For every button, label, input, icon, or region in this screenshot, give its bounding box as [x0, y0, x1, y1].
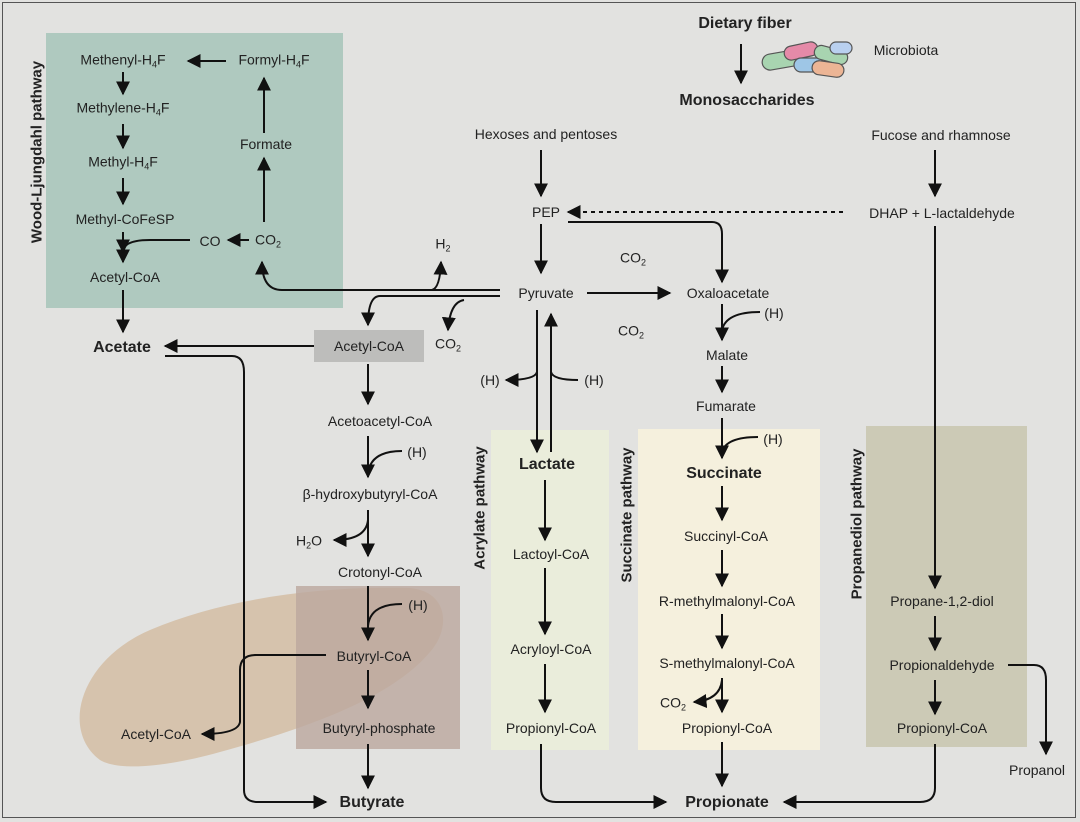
arrow-aldehyde-propanol: [1008, 664, 1053, 756]
arrow-pyruvate-co2: [255, 260, 500, 291]
microbiota-icon: [761, 41, 853, 78]
propanol: Propanol: [1008, 762, 1066, 778]
h-left: (H): [480, 372, 500, 388]
acetyl-coa-butyrate: Acetyl-CoA: [120, 726, 192, 742]
methylene-h4f: Methylene-H4F: [76, 99, 170, 118]
arrow-h1: [367, 450, 403, 475]
acetyl-coa-box: [314, 330, 424, 362]
microbiota-label: Microbiota: [873, 42, 939, 58]
formyl-h4f: Formyl-H4F: [238, 51, 310, 70]
pyruvate: Pyruvate: [518, 285, 574, 301]
co2-pep: CO2: [619, 249, 647, 268]
co2-succinate: CO2: [659, 694, 687, 713]
butyryl-phosphate: Butyryl-phosphate: [322, 720, 436, 736]
arrow-acr-propionate: [540, 744, 668, 809]
acetate: Acetate: [93, 339, 151, 356]
propanediol-region: [866, 426, 1027, 747]
arrow-co2-c: [441, 299, 465, 332]
arrow-h2: [367, 603, 403, 627]
pep: PEP: [531, 204, 561, 220]
acetyl-coa-center: Acetyl-CoA: [333, 338, 405, 354]
lactate: Lactate: [518, 456, 576, 473]
butyrate-kinase-region: [296, 586, 460, 749]
lactoyl-coa: Lactoyl-CoA: [512, 546, 590, 562]
dhap-lactaldehyde: DHAP + L-lactaldehyde: [869, 205, 1015, 221]
arrow-h-right: [550, 371, 579, 381]
propionyl-coa-succinate: Propionyl-CoA: [681, 720, 773, 736]
malate: Malate: [705, 347, 749, 363]
acrylate-region: [491, 430, 609, 750]
acrylate-label: Acrylate pathway: [471, 446, 489, 570]
arrow-prop-propionate: [782, 744, 936, 809]
acetoacetyl-coa: Acetoacetyl-CoA: [327, 413, 433, 429]
succinyl-coa: Succinyl-CoA: [683, 528, 769, 544]
monosaccharides: Monosaccharides: [679, 92, 815, 109]
arrow-co-acetylcoa: [116, 239, 190, 254]
propionyl-coa-propanediol: Propionyl-CoA: [896, 720, 988, 736]
h-succinate: (H): [763, 431, 783, 447]
methyl-h4f: Methyl-H4F: [88, 153, 158, 172]
propionaldehyde: Propionaldehyde: [889, 657, 995, 673]
h2: H2: [435, 235, 451, 254]
propionyl-coa-acrylate: Propionyl-CoA: [505, 720, 597, 736]
h-butyrate-2: (H): [408, 597, 428, 613]
arrow-pyruvate-acetylcoa: [361, 295, 500, 327]
arrow-h-suc: [721, 436, 759, 453]
co: CO: [199, 233, 221, 249]
acryloyl-coa: Acryloyl-CoA: [510, 641, 592, 657]
s-methylmalonyl-coa: S-methylmalonyl-CoA: [659, 655, 795, 671]
h2o: H2O: [295, 532, 323, 551]
h-malate: (H): [764, 305, 784, 321]
fumarate: Fumarate: [696, 398, 756, 414]
wood-ljungdahl-region: [46, 33, 343, 308]
h-right: (H): [584, 372, 604, 388]
co2-acetyl: CO2: [434, 335, 462, 354]
co2-wl: CO2: [254, 231, 282, 250]
oxaloacetate: Oxaloacetate: [686, 285, 770, 301]
hexoses-pentoses: Hexoses and pentoses: [474, 126, 618, 142]
methenyl-h4f: Methenyl-H4F: [80, 51, 166, 70]
hydroxybutyryl-coa: β-hydroxybutyryl-CoA: [302, 486, 438, 502]
butyryl-coa: Butyryl-CoA: [336, 648, 412, 664]
succinate: Succinate: [686, 465, 762, 482]
succinate-region: [638, 429, 820, 750]
succinate-label: Succinate pathway: [618, 447, 636, 583]
propanediol-label: Propanediol pathway: [848, 448, 866, 600]
arrow-h-mal: [721, 311, 761, 331]
crotonyl-coa: Crotonyl-CoA: [337, 564, 423, 580]
arrow-butyryl-acetylcoa: [200, 654, 326, 741]
arrow-pyruvate-h2: [431, 260, 448, 291]
h-butyrate-1: (H): [407, 444, 427, 460]
wood-ljungdahl-label: Wood-Ljungdahl pathway: [28, 60, 46, 244]
arrow-h-left: [504, 371, 538, 387]
acetyl-coa-wl: Acetyl-CoA: [89, 269, 161, 285]
propionate: Propionate: [685, 794, 769, 811]
formate: Formate: [239, 136, 293, 152]
propane-diol: Propane-1,2-diol: [890, 593, 994, 609]
methyl-cofesp: Methyl-CoFeSP: [75, 211, 175, 227]
r-methylmalonyl-coa: R-methylmalonyl-CoA: [658, 593, 796, 609]
dietary-fiber: Dietary fiber: [698, 15, 792, 32]
arrow-pep-oxaloacetate: [568, 221, 729, 284]
co2-oxalo: CO2: [617, 322, 645, 341]
arrow-h2o: [332, 519, 369, 547]
butyrate: Butyrate: [339, 794, 405, 811]
fucose-rhamnose: Fucose and rhamnose: [871, 127, 1011, 143]
arrow-acetate-butyrate: [165, 355, 328, 809]
arrow-co2-suc: [692, 679, 723, 709]
